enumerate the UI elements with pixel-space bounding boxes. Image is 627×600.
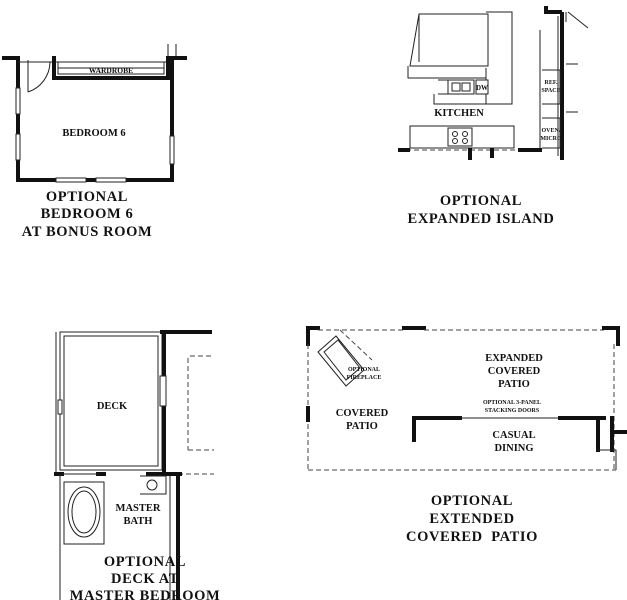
covered-patio-label-line-1: COVERED xyxy=(336,408,389,419)
deck-label: DECK xyxy=(97,401,128,412)
ref-space-label-line-1: REF. xyxy=(545,80,558,86)
patio-caption-line-2: EXTENDED xyxy=(429,511,514,527)
patio-caption: OPTIONAL EXTENDED COVERED PATIO xyxy=(406,493,538,545)
deck-caption-line-1: OPTIONAL xyxy=(104,554,186,570)
stacking-doors-label-line-1: OPTIONAL 3-PANEL xyxy=(483,400,541,406)
fireplace-label-line-1: OPTIONAL xyxy=(348,367,380,373)
master-bath-label-line-1: MASTER xyxy=(116,503,161,514)
wardrobe-label: WARDROBE xyxy=(89,66,133,75)
bedroom6-caption-line-1: OPTIONAL xyxy=(46,189,128,205)
bedroom6-walls xyxy=(2,44,187,183)
oven-label-line-2: MICRO xyxy=(540,136,562,142)
kitchen-label: KITCHEN xyxy=(434,108,484,119)
bedroom6-caption-line-2: BEDROOM 6 xyxy=(41,206,134,222)
kitchen-caption-line-1: OPTIONAL xyxy=(440,193,522,209)
deck-caption: OPTIONAL DECK AT MASTER BEDROOM xyxy=(70,554,221,600)
kitchen-walls xyxy=(398,6,589,160)
bedroom6-caption-line-3: AT BONUS ROOM xyxy=(22,224,153,240)
fireplace-label-line-2: FIREPLACE xyxy=(347,375,382,381)
patio-caption-line-3: COVERED PATIO xyxy=(406,529,538,545)
patio-panel: OPTIONAL FIREPLACE EXPANDED COVERED PATI… xyxy=(306,326,627,545)
expanded-patio-label-line-2: COVERED xyxy=(488,366,541,377)
patio-caption-line-1: OPTIONAL xyxy=(431,493,513,509)
ref-space-label-line-2: SPACE xyxy=(541,88,560,94)
dw-label: DW xyxy=(476,84,488,92)
casual-dining-label-line-2: DINING xyxy=(494,443,533,454)
deck-panel: DECK MASTER BATH OPTIONAL DECK AT MASTER… xyxy=(54,330,221,600)
oven-label-line-1: OVEN/ xyxy=(541,128,560,134)
master-bath-label-line-2: BATH xyxy=(124,516,153,527)
covered-patio-label-line-2: PATIO xyxy=(346,421,378,432)
deck-caption-line-2: DECK AT xyxy=(111,571,179,587)
kitchen-caption-line-2: EXPANDED ISLAND xyxy=(408,211,555,227)
deck-walls xyxy=(54,330,214,600)
kitchen-caption: OPTIONAL EXPANDED ISLAND xyxy=(408,193,555,227)
bedroom6-label: BEDROOM 6 xyxy=(62,128,125,139)
bedroom6-caption: OPTIONAL BEDROOM 6 AT BONUS ROOM xyxy=(22,189,153,240)
expanded-patio-label-line-1: EXPANDED xyxy=(485,353,543,364)
bedroom6-panel: WARDROBE BEDROOM 6 OPTIONAL BEDROOM 6 AT… xyxy=(2,44,187,240)
patio-walls xyxy=(306,326,627,471)
deck-caption-line-3: MASTER BEDROOM xyxy=(70,588,221,600)
stacking-doors-label-line-2: STACKING DOORS xyxy=(485,408,540,414)
casual-dining-label-line-1: CASUAL xyxy=(492,430,535,441)
kitchen-panel: DW KITCHEN REF. SPACE OVEN/ MICRO OPTION… xyxy=(398,6,589,227)
expanded-patio-label-line-3: PATIO xyxy=(498,379,530,390)
